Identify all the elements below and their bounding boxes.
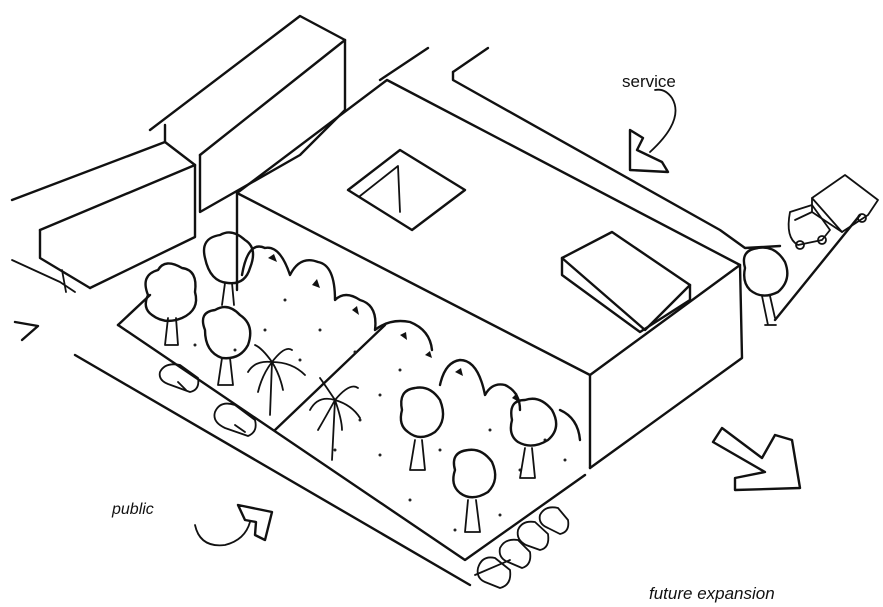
car-icon: [214, 404, 255, 436]
service-label: service: [622, 72, 676, 92]
tree-icon: [401, 388, 443, 471]
hedge-mid: [440, 360, 520, 410]
truck-icon: [789, 175, 878, 249]
tree-icon: [453, 450, 495, 532]
courtyard-opening: [348, 150, 465, 230]
palm-tree-icon: [248, 345, 305, 415]
hedge-right: [560, 410, 580, 440]
public-arrow-icon: [195, 505, 272, 545]
future-expansion-label: future expansion: [649, 584, 775, 604]
expansion-arrow-icon: [713, 428, 800, 490]
car-icon: [160, 364, 199, 392]
building-roof: [237, 80, 740, 375]
service-arrow-icon: [630, 90, 676, 172]
tree-icon: [203, 307, 250, 385]
public-label: public: [112, 501, 154, 519]
building-right-wall: [590, 265, 742, 468]
tree-icon: [204, 232, 253, 305]
main-building: [237, 80, 742, 468]
tree-icon: [146, 263, 197, 345]
tree-icon: [511, 399, 556, 478]
neighbor-buildings: [12, 16, 345, 292]
